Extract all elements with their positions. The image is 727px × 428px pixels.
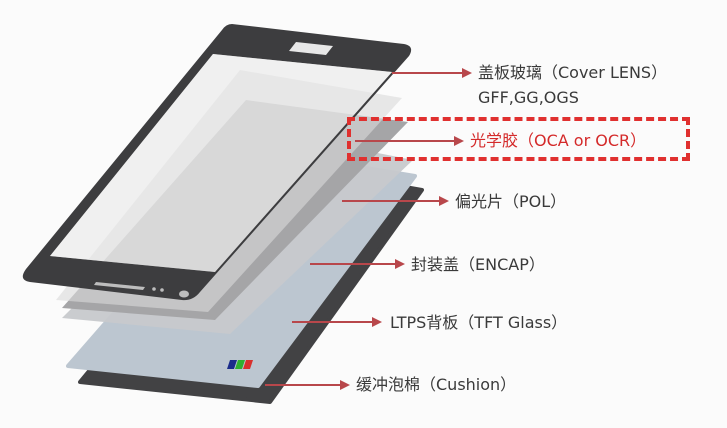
label-cover-lens: 盖板玻璃（Cover LENS）	[478, 63, 668, 82]
rgb-pixel-icon	[227, 360, 253, 369]
label-cushion: 缓冲泡棉（Cushion）	[356, 375, 517, 394]
label-tft-glass: LTPS背板（TFT Glass）	[390, 313, 568, 332]
label-pol: 偏光片（POL）	[455, 192, 567, 211]
label-cover-types: GFF,GG,OGS	[478, 88, 579, 107]
label-encap: 封装盖（ENCAP）	[411, 255, 545, 274]
label-oca: 光学胶（OCA or OCR）	[470, 131, 647, 150]
cover-lens-layer	[22, 24, 412, 301]
oca-highlight-box	[347, 117, 690, 161]
speaker-grille	[94, 282, 145, 290]
home-button	[179, 290, 189, 298]
camera-notch	[289, 42, 333, 55]
